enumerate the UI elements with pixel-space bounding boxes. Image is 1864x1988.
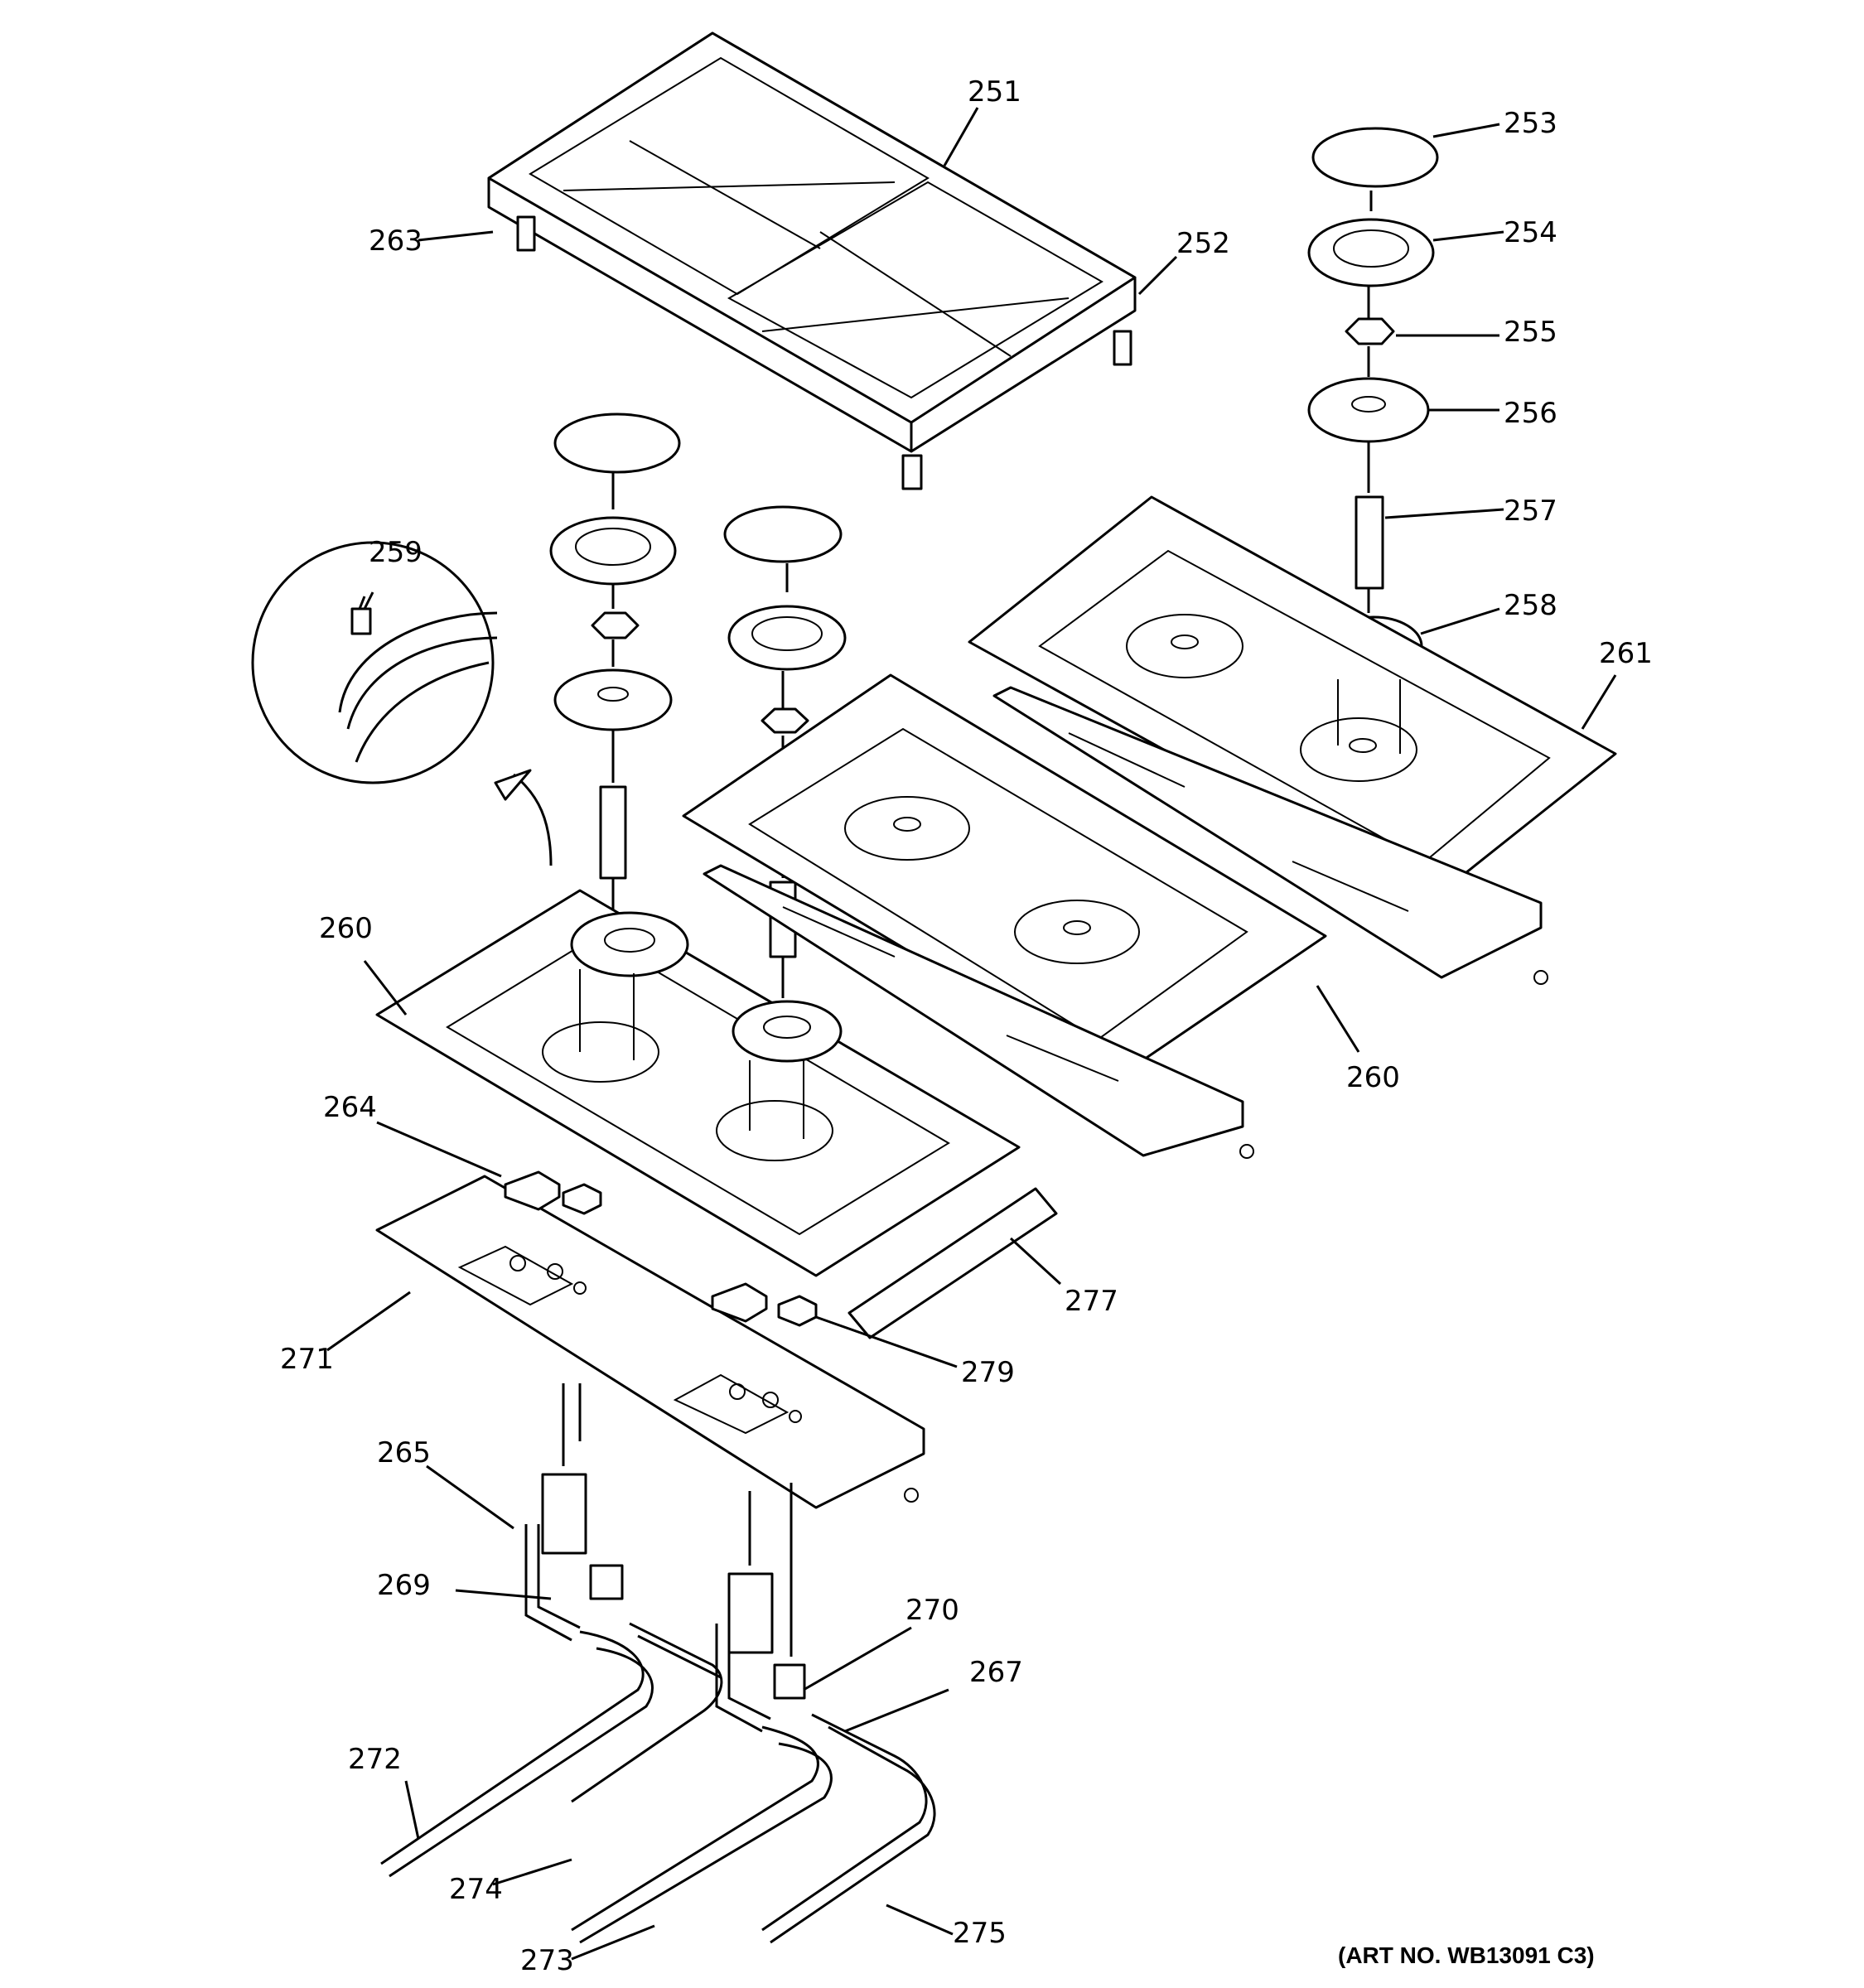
callout-264: 264 — [323, 1091, 377, 1124]
callout-265: 265 — [377, 1436, 431, 1469]
callout-267: 267 — [969, 1656, 1023, 1689]
callout-275: 275 — [953, 1917, 1007, 1950]
burner-pan-261 — [968, 495, 1617, 985]
callout-273: 273 — [520, 1944, 574, 1977]
callout-260-center: 260 — [1346, 1061, 1400, 1094]
art-number: (ART NO. WB13091 C3) — [1338, 1942, 1595, 1968]
right-burner-stack — [1307, 127, 1439, 677]
callout-253: 253 — [1504, 107, 1557, 140]
callout-270: 270 — [905, 1594, 959, 1627]
callout-258: 258 — [1504, 589, 1557, 622]
callout-260-left: 260 — [319, 912, 373, 945]
callout-labels: 251 252 253 254 255 256 257 258 259 260 … — [280, 75, 1653, 1977]
left-burner-stack — [549, 413, 681, 911]
callout-261: 261 — [1599, 637, 1653, 670]
callout-259: 259 — [369, 536, 423, 569]
callout-271: 271 — [280, 1343, 334, 1376]
burner-pan-260-left — [375, 889, 1058, 1339]
callout-257: 257 — [1504, 495, 1557, 528]
callout-256: 256 — [1504, 397, 1557, 430]
valves-and-tubing — [380, 1383, 936, 1944]
callout-254: 254 — [1504, 216, 1557, 249]
callout-274: 274 — [449, 1873, 503, 1906]
callout-279: 279 — [961, 1356, 1015, 1389]
callout-251: 251 — [968, 75, 1021, 109]
callout-255: 255 — [1504, 316, 1557, 349]
callout-272: 272 — [348, 1743, 402, 1776]
callout-277: 277 — [1065, 1285, 1118, 1318]
grate-assembly — [487, 31, 1137, 490]
leader-lines — [326, 107, 1617, 1961]
callout-269: 269 — [377, 1569, 431, 1602]
callout-263: 263 — [369, 224, 423, 258]
detail-view-259 — [251, 541, 553, 866]
callout-252: 252 — [1176, 227, 1230, 260]
burner-pan-260-center — [682, 673, 1327, 1159]
manifold-bracket-271 — [375, 1170, 925, 1509]
